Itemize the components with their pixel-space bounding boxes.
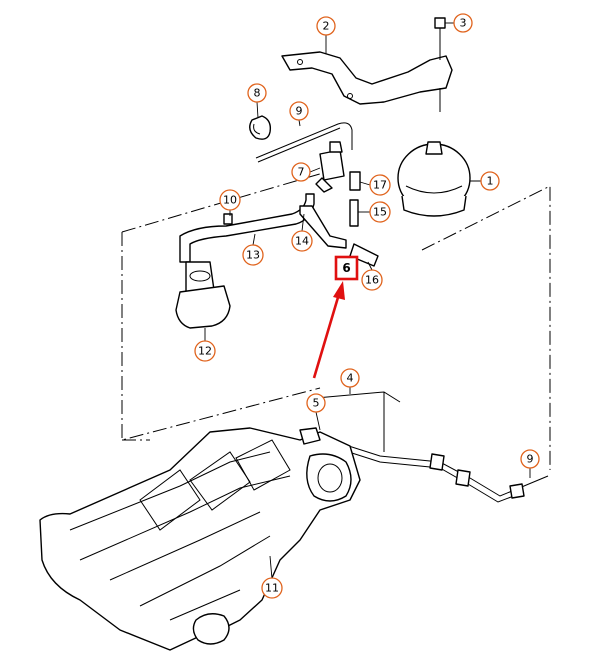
callout-10: 10: [219, 189, 241, 211]
callout-17: 17: [369, 174, 391, 196]
callout-8: 8: [247, 83, 267, 103]
vacuum-line-upper: [255, 122, 353, 163]
connector-and-hose: [349, 171, 361, 227]
hose-clamp: [249, 115, 272, 140]
callout-13: 13: [242, 244, 264, 266]
hose-and-filter: [175, 193, 315, 329]
callout-14: 14: [291, 230, 313, 252]
callout-2: 2: [316, 16, 336, 36]
callout-label: 1: [487, 175, 494, 188]
callout-label: 4: [347, 372, 354, 385]
callout-12: 12: [194, 340, 216, 362]
callout-label: 17: [373, 179, 387, 192]
callout-label: 14: [295, 235, 309, 248]
subassembly-boundary: [121, 167, 551, 470]
callout-label: 12: [198, 345, 212, 358]
callout-1: 1: [480, 171, 500, 191]
callout-9-lower: 9: [520, 449, 540, 469]
callout-label: 16: [365, 274, 379, 287]
callout-15: 15: [369, 201, 391, 223]
callout-9-upper: 9: [289, 101, 309, 121]
callout-label: 7: [298, 166, 305, 179]
callout-5: 5: [306, 393, 326, 413]
callout-label: 8: [254, 87, 261, 100]
callout-3: 3: [453, 13, 473, 33]
highlighted-callout-6: 6: [334, 255, 359, 281]
callout-label: 2: [323, 20, 330, 33]
callout-label: 13: [246, 249, 260, 262]
callout-label: 9: [527, 453, 534, 466]
callout-label: 3: [460, 17, 467, 30]
red-arrow: [312, 281, 345, 379]
callout-7: 7: [291, 162, 311, 182]
callout-16: 16: [361, 269, 383, 291]
callout-label: 11: [265, 582, 279, 595]
callout-label: 15: [373, 206, 387, 219]
vacuum-reservoir: [397, 141, 471, 217]
callout-label: 5: [313, 397, 320, 410]
mounting-bracket: [281, 17, 453, 112]
solenoid-valve: [315, 141, 345, 193]
vacuum-pipe: [315, 391, 549, 503]
callout-label: 9: [296, 105, 303, 118]
callout-11: 11: [261, 577, 283, 599]
hose-lower: [299, 205, 379, 267]
callout-label: 10: [223, 194, 237, 207]
highlighted-label: 6: [342, 261, 350, 275]
callout-4: 4: [340, 368, 360, 388]
intake-manifold: [39, 427, 361, 651]
